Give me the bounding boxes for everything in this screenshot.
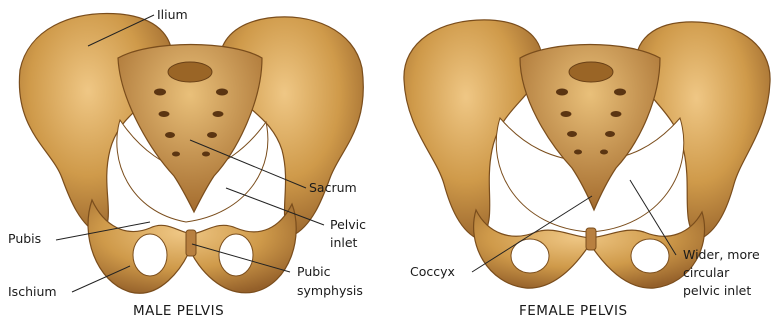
label-wider-inlet-line-3: pelvic inlet <box>683 283 751 298</box>
label-pubic-symphysis-line-1: Pubic <box>297 264 331 279</box>
caption-male-pelvis: MALE PELVIS <box>133 303 224 319</box>
label-coccyx: Coccyx <box>410 264 455 279</box>
label-ilium: Ilium <box>157 7 188 22</box>
label-ischium: Ischium <box>8 284 57 299</box>
label-pubis: Pubis <box>8 231 41 246</box>
label-wider-inlet-line-2: circular <box>683 265 729 280</box>
female-right-obturator-foramen <box>631 239 669 273</box>
label-pelvic-inlet-line-2: inlet <box>330 235 357 250</box>
female-left-ilium <box>404 20 542 240</box>
female-sacral-canal <box>569 62 613 82</box>
caption-female-pelvis: FEMALE PELVIS <box>519 303 628 319</box>
label-wider-inlet-line-1: Wider, more <box>683 247 760 262</box>
label-pelvic-inlet-line-1: Pelvic <box>330 217 366 232</box>
label-sacrum: Sacrum <box>309 180 357 195</box>
male-right-obturator-foramen <box>219 234 253 276</box>
label-pubic-symphysis-line-2: symphysis <box>297 283 363 298</box>
female-right-ilium <box>636 22 770 240</box>
female-pubic-symphysis <box>586 228 596 250</box>
male-left-obturator-foramen <box>133 234 167 276</box>
male-pubic-symphysis <box>186 230 196 256</box>
male-pelvis-drawing <box>19 13 363 293</box>
male-sacral-canal <box>168 62 212 82</box>
